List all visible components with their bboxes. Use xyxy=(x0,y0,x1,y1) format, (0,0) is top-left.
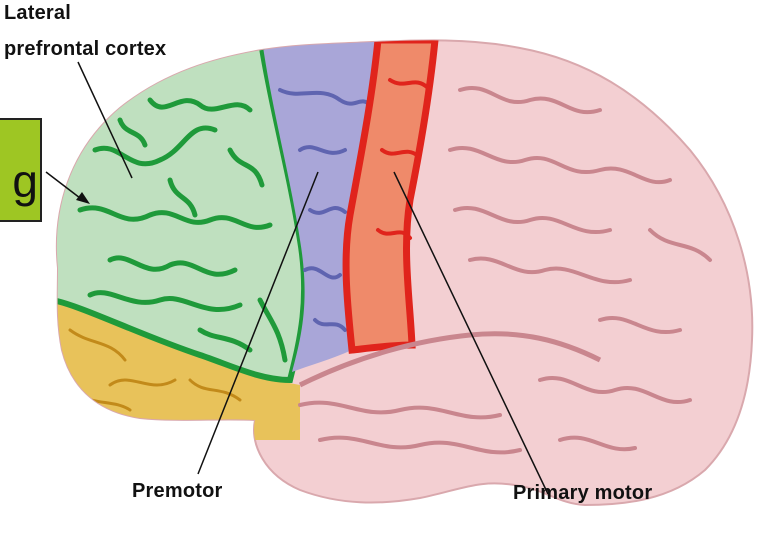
label-primary-motor: Primary motor xyxy=(513,482,652,505)
label-prefrontal-cortex: prefrontal cortex xyxy=(4,38,166,61)
callout-text: g xyxy=(12,166,38,196)
label-premotor: Premotor xyxy=(132,480,223,503)
label-lateral: Lateral xyxy=(4,2,71,25)
callout-box: g xyxy=(0,118,42,222)
